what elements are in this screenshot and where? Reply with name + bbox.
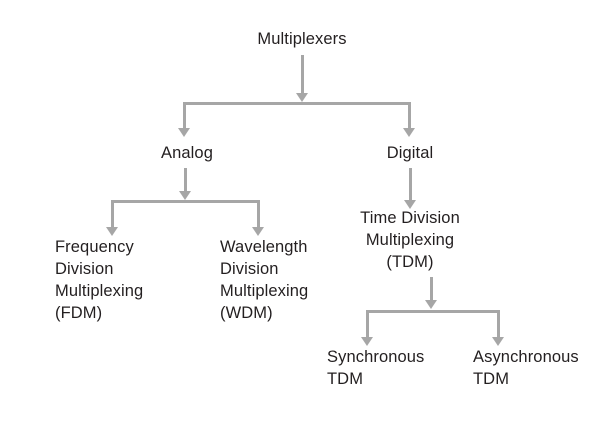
- arrowhead-analog: [178, 128, 190, 137]
- connector-analog-stem: [184, 168, 187, 193]
- arrowhead-tdm-stem: [425, 300, 437, 309]
- node-multiplexers: Multiplexers: [257, 30, 347, 48]
- connector-level1-bar: [183, 102, 411, 105]
- connector-root-stem: [301, 55, 304, 94]
- arrowhead-root-stem: [296, 93, 308, 102]
- connector-digital-stem: [409, 168, 412, 202]
- connector-fdm-drop: [111, 200, 114, 228]
- connector-tdm-bar: [366, 310, 500, 313]
- node-digital: Digital: [386, 144, 434, 162]
- node-synchronous-tdm: Synchronous TDM: [327, 348, 425, 388]
- connector-analog-bar: [111, 200, 260, 203]
- connector-sync-drop: [366, 310, 369, 338]
- arrowhead-fdm: [106, 227, 118, 236]
- connector-async-drop: [497, 310, 500, 338]
- connector-level1-right-drop: [408, 102, 411, 129]
- node-asynchronous-tdm: Asynchronous TDM: [473, 348, 579, 388]
- arrowhead-digital: [403, 128, 415, 137]
- connector-tdm-stem: [430, 277, 433, 302]
- node-time-division-multiplexing: Time Division Multiplexing (TDM): [360, 209, 460, 271]
- connector-wdm-drop: [257, 200, 260, 228]
- connector-level1-left-drop: [183, 102, 186, 129]
- node-wavelength-division-multiplexing: Wavelength Division Multiplexing (WDM): [220, 238, 309, 322]
- arrowhead-asynchronous-tdm: [492, 337, 504, 346]
- arrowhead-wdm: [252, 227, 264, 236]
- arrowhead-analog-stem: [179, 191, 191, 200]
- arrowhead-synchronous-tdm: [361, 337, 373, 346]
- node-frequency-division-multiplexing: Frequency Division Multiplexing (FDM): [55, 238, 144, 322]
- arrowhead-tdm: [404, 200, 416, 209]
- node-analog: Analog: [161, 144, 213, 162]
